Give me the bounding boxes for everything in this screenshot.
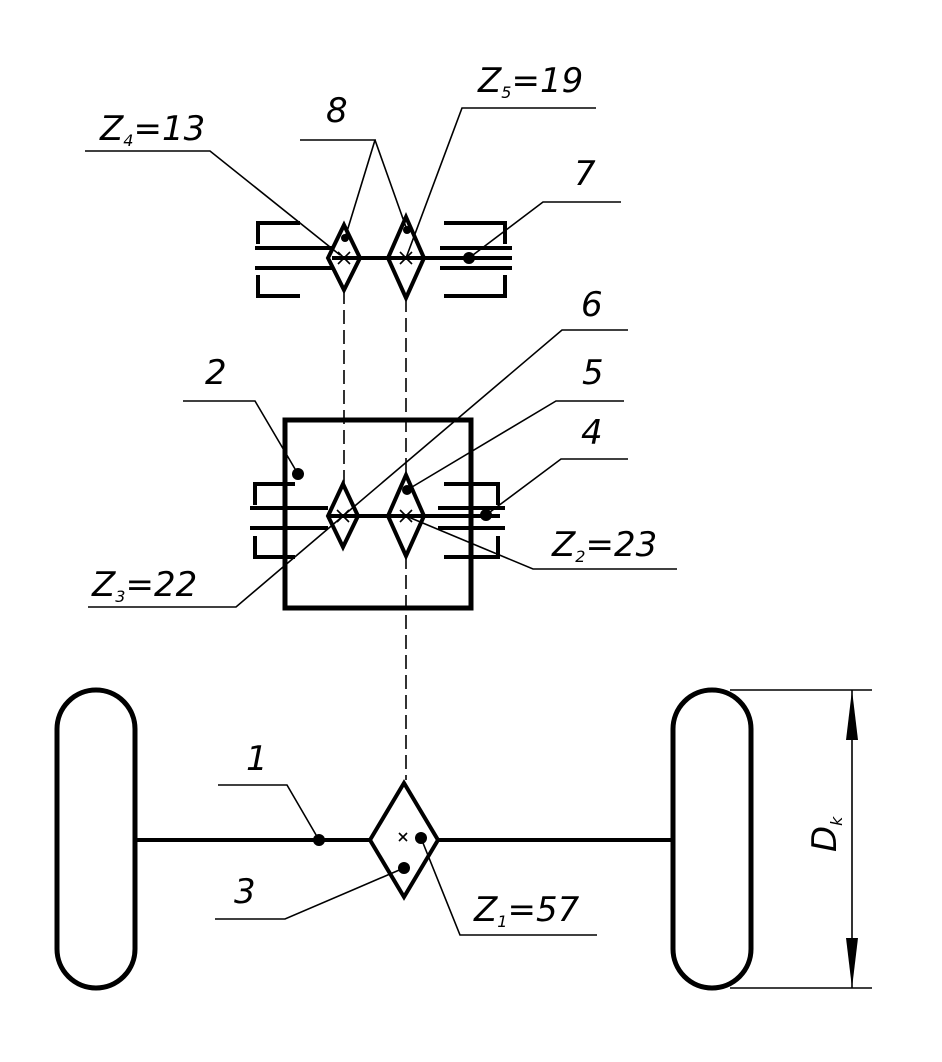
- leader-z4: [85, 150, 341, 256]
- label-z2: Z2=23: [551, 525, 657, 566]
- mid-right-bearing: [444, 482, 500, 559]
- leader-4: [485, 458, 628, 516]
- middle-gear-unit: [250, 417, 505, 611]
- leader-1: [218, 784, 320, 841]
- dk-arrow-bottom: [846, 938, 858, 988]
- wheel-diameter-dimension: [730, 689, 872, 989]
- leader-8b: [374, 139, 408, 231]
- z1-fixed-mark: [398, 832, 408, 842]
- top-gear-unit: [255, 212, 512, 303]
- dk-arrow-top: [846, 690, 858, 740]
- leader-z3: [88, 515, 344, 608]
- label-z1: Z1=57: [473, 890, 580, 931]
- leader-5: [406, 400, 624, 491]
- top-right-bearing: [444, 221, 507, 298]
- labels: Z4=13 Z5=19 Z3=22 Z2=23 Z1=57 8 7 6 5 4 …: [91, 61, 846, 931]
- mid-left-bearing: [253, 482, 295, 559]
- label-z4: Z4=13: [99, 109, 205, 150]
- leader-2: [183, 400, 299, 475]
- leader-6: [342, 329, 628, 517]
- callout-8: 8: [326, 91, 348, 131]
- callout-4: 4: [581, 413, 603, 453]
- gear-z2: [385, 470, 427, 561]
- leader-z2: [405, 515, 677, 570]
- callout-6: 6: [581, 285, 603, 325]
- leader-3: [215, 867, 405, 920]
- callout-5: 5: [582, 353, 604, 393]
- label-z3: Z3=22: [91, 565, 197, 606]
- callout-3: 3: [234, 872, 256, 912]
- callout-2: 2: [205, 353, 227, 393]
- label-z5: Z5=19: [477, 61, 583, 102]
- leader-z5: [405, 107, 596, 259]
- gear-z3: [325, 479, 361, 552]
- leader-z1: [420, 837, 597, 936]
- label-dk: Dk: [805, 816, 846, 852]
- leader-7: [468, 201, 621, 259]
- leader-lines: [85, 107, 677, 936]
- callout-7: 7: [574, 154, 596, 194]
- top-left-bearing: [256, 221, 300, 298]
- drive-axle: [54, 687, 754, 991]
- right-wheel: [670, 687, 754, 991]
- callout-1: 1: [246, 739, 268, 779]
- left-wheel: [54, 687, 138, 991]
- leader-8a: [300, 139, 377, 239]
- gear-z1: [367, 779, 441, 901]
